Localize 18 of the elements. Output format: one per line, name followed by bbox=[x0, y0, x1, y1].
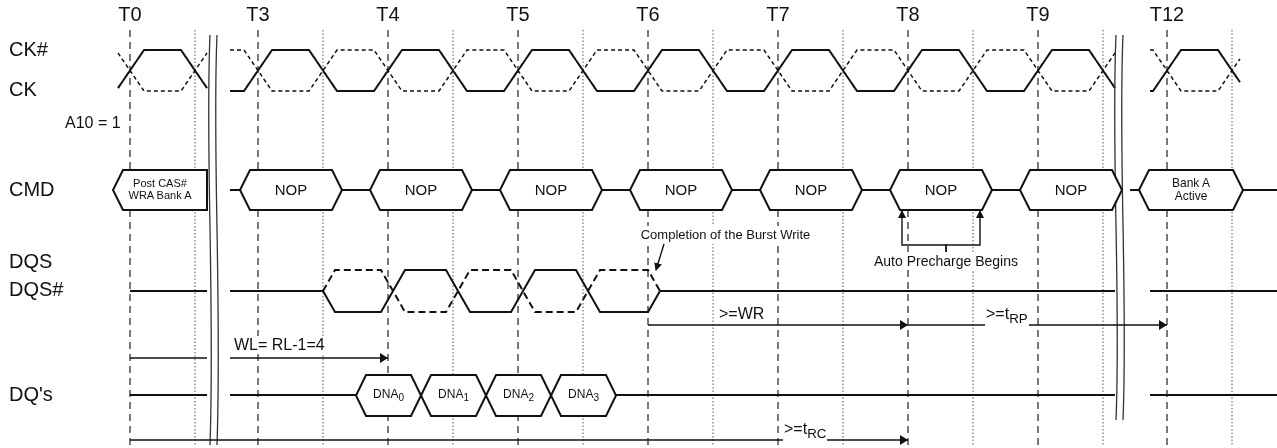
data-hexagon: DNA$_{0}$ bbox=[356, 375, 421, 416]
timing-annotation: >=t$_{RC}$ bbox=[783, 420, 828, 442]
data-hexagon: DNA$_{1}$ bbox=[421, 375, 486, 416]
command-hexagon: NOP bbox=[760, 170, 862, 210]
arrow bbox=[654, 243, 665, 271]
command-hexagon: NOP bbox=[370, 170, 472, 210]
arrow bbox=[945, 210, 984, 253]
data-hexagon: DNA$_{2}$ bbox=[486, 375, 551, 416]
data-hexagon: DNA$_{3}$ bbox=[551, 375, 616, 416]
command-hexagon: NOP bbox=[630, 170, 732, 210]
command-hexagon: NOP bbox=[240, 170, 342, 210]
command-hexagon: NOP bbox=[500, 170, 602, 210]
command-hexagon: Post CAS# WRA Bank A bbox=[113, 170, 207, 210]
command-hexagon: Bank A Active bbox=[1139, 170, 1243, 210]
command-hexagon: NOP bbox=[890, 170, 992, 210]
timing-annotation: >=t$_{RP}$ bbox=[985, 305, 1029, 327]
timing-annotation: WL= RL-1=4 bbox=[233, 336, 326, 354]
command-hexagon: NOP bbox=[1020, 170, 1122, 210]
